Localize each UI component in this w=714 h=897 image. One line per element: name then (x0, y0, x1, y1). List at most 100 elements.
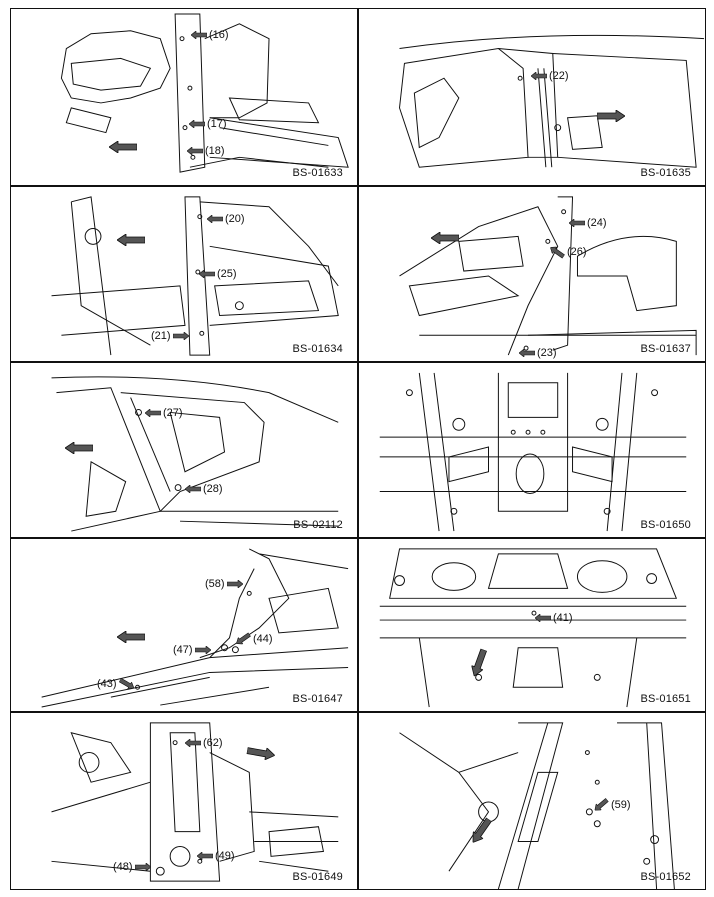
panel-bs-01649: (62) (48) (49) BS-01649 (10, 712, 358, 890)
callout-label: (18) (187, 145, 225, 157)
callout-label: (44) (234, 631, 273, 647)
callout-arrow-icon (531, 72, 547, 80)
callout-number: (27) (163, 407, 183, 419)
callout-label: (58) (205, 578, 245, 590)
callout-arrow-icon (535, 614, 551, 622)
callout-label: (21) (151, 330, 191, 342)
figure-code: BS-01634 (292, 343, 343, 355)
figure-code: BS-01635 (640, 167, 691, 179)
body-panel-illustration (60, 13, 349, 173)
figure-code: BS-01650 (640, 519, 691, 531)
body-panel-illustration (51, 376, 339, 532)
callout-arrow-icon (172, 332, 189, 340)
callout-number: (43) (97, 678, 117, 690)
panel-bs-01651: (41) BS-01651 (358, 538, 706, 712)
callout-number: (22) (549, 70, 569, 82)
callout-number: (41) (553, 612, 573, 624)
callout-number: (23) (537, 347, 557, 359)
panel-bs-01652: (59) BS-01652 (358, 712, 706, 890)
front-direction-arrow-icon (117, 631, 145, 643)
callout-arrow-icon (118, 677, 136, 692)
callout-number: (48) (113, 861, 133, 873)
callout-arrow-icon (199, 270, 215, 278)
callout-number: (59) (611, 799, 631, 811)
front-direction-arrow-icon (109, 141, 137, 153)
callout-number: (58) (205, 578, 225, 590)
callout-label: (59) (592, 797, 631, 813)
callout-number: (16) (209, 29, 229, 41)
callout-label: (23) (519, 347, 557, 359)
front-direction-arrow-icon (431, 232, 459, 244)
callout-number: (28) (203, 483, 223, 495)
body-panel-illustration (41, 548, 349, 708)
front-direction-arrow-icon (468, 816, 494, 846)
callout-arrow-icon (189, 120, 205, 128)
callout-number: (62) (203, 737, 223, 749)
figure-code: BS-01637 (640, 343, 691, 355)
panel-bs-02112: (27) (28) BS-02112 (10, 362, 358, 538)
callout-label: (22) (531, 70, 569, 82)
callout-number: (21) (151, 330, 171, 342)
callout-number: (47) (173, 644, 193, 656)
body-panel-illustration (399, 722, 675, 889)
callout-arrow-icon (197, 852, 213, 860)
panel-bs-01634: (20) (25) (21) BS-01634 (10, 186, 358, 362)
callout-arrow-icon (191, 31, 207, 39)
body-panel-illustration (399, 34, 705, 168)
body-panel-illustration (51, 722, 339, 882)
callout-arrow-icon (185, 739, 201, 747)
front-direction-arrow-icon (469, 648, 490, 678)
callout-label: (17) (189, 118, 227, 130)
callout-label: (24) (569, 217, 607, 229)
callout-arrow-icon (226, 580, 243, 588)
panel-bs-01650: BS-01650 (358, 362, 706, 538)
callout-label: (48) (113, 861, 153, 873)
callout-label: (43) (97, 677, 137, 692)
callout-arrow-icon (185, 485, 201, 493)
front-direction-arrow-icon (597, 110, 625, 122)
figure-code: BS-01647 (292, 693, 343, 705)
front-direction-arrow-icon (117, 234, 145, 246)
callout-label: (16) (191, 29, 229, 41)
callout-number: (17) (207, 118, 227, 130)
front-direction-arrow-icon (65, 442, 93, 454)
callout-number: (44) (253, 633, 273, 645)
callout-label: (20) (207, 213, 245, 225)
callout-arrow-icon (234, 631, 252, 647)
figure-code: BS-02112 (293, 519, 343, 531)
panel-bs-01637: (24) (26) (23) BS-01637 (358, 186, 706, 362)
callout-arrow-icon (569, 219, 585, 227)
body-panel-illustration (51, 196, 339, 356)
figure-code: BS-01649 (292, 871, 343, 883)
callout-label: (41) (535, 612, 573, 624)
callout-arrow-icon (519, 349, 535, 357)
callout-number: (18) (205, 145, 225, 157)
callout-arrow-icon (592, 797, 609, 813)
callout-arrow-icon (207, 215, 223, 223)
panel-bs-01633: (16) (17) (18) BS-01633 (10, 8, 358, 186)
callout-label: (49) (197, 850, 235, 862)
front-direction-arrow-icon (246, 745, 276, 762)
callout-arrow-icon (145, 409, 161, 417)
callout-arrow-icon (194, 646, 211, 654)
callout-number: (26) (567, 246, 587, 258)
panel-bs-01647: (58) (44) (47) (43) BS-01647 (10, 538, 358, 712)
callout-number: (24) (587, 217, 607, 229)
callout-label: (47) (173, 644, 213, 656)
figure-code: BS-01633 (292, 167, 343, 179)
callout-label: (62) (185, 737, 223, 749)
figure-code: BS-01651 (640, 693, 691, 705)
body-panel-illustration (379, 548, 687, 708)
diagram-sheet: (16) (17) (18) BS-01633 (10, 8, 706, 890)
body-panel-illustration (379, 372, 687, 532)
callout-label: (25) (199, 268, 237, 280)
panel-bs-01635: (22) BS-01635 (358, 8, 706, 186)
callout-arrow-icon (548, 244, 566, 260)
callout-label: (26) (548, 244, 587, 260)
callout-number: (25) (217, 268, 237, 280)
callout-number: (20) (225, 213, 245, 225)
body-panel-illustration (399, 196, 697, 356)
callout-number: (49) (215, 850, 235, 862)
callout-arrow-icon (134, 863, 151, 871)
callout-label: (28) (185, 483, 223, 495)
